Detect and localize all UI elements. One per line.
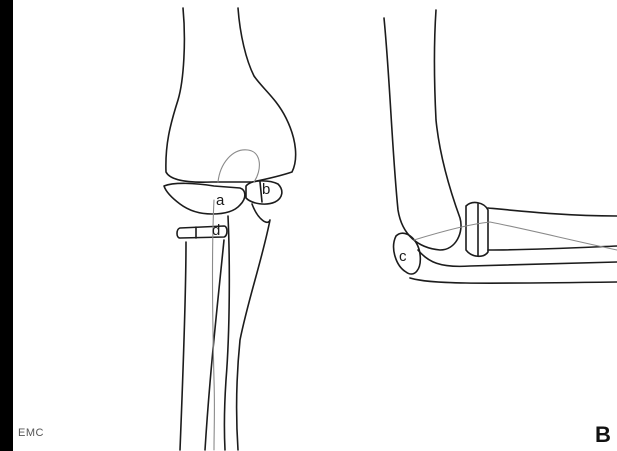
credit-text: EMC <box>18 428 44 439</box>
lateral-trace <box>414 222 617 250</box>
lateral-humerus-outline <box>384 10 461 250</box>
lateral-view <box>384 10 617 283</box>
label-a: a <box>216 193 224 208</box>
ulna-outline <box>224 204 270 450</box>
label-b: b <box>262 182 270 197</box>
radius-outline <box>180 240 224 450</box>
ap-view <box>164 8 296 450</box>
label-c: c <box>399 249 407 264</box>
lateral-ulna-outline <box>410 250 617 283</box>
capitellum-outline <box>164 183 245 214</box>
panel-letter: B <box>595 424 611 446</box>
label-d: d <box>212 223 220 238</box>
lateral-radius-outline <box>488 208 617 250</box>
lateral-radial-head-outline <box>466 203 488 257</box>
